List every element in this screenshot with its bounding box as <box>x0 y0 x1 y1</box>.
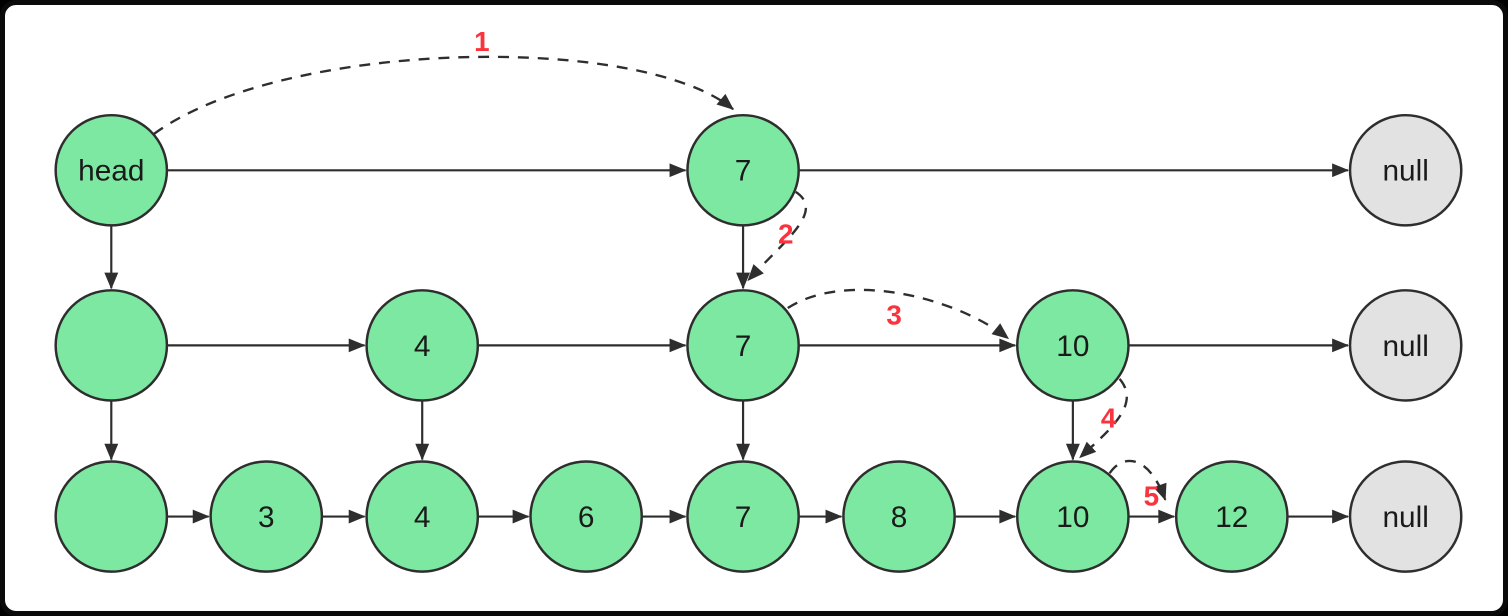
node-mnull <box>1348 289 1463 402</box>
node-b6 <box>529 460 643 573</box>
node-m4 <box>365 289 480 402</box>
step-arrow-1-head-to-t7 <box>153 55 734 135</box>
step-arrow-5-b10-to-b12 <box>1108 459 1167 501</box>
node-label-tnull: null <box>1382 155 1428 188</box>
step-number-3: 3 <box>886 299 901 330</box>
node-label-b12: 12 <box>1215 501 1248 534</box>
node-head <box>54 113 169 227</box>
node-b8 <box>842 460 956 573</box>
node-label-bnull: null <box>1382 501 1428 534</box>
step-arrow-2-t7-to-m7 <box>747 190 808 282</box>
node-label-b8: 8 <box>891 501 908 534</box>
node-m7 <box>686 289 800 402</box>
node-label-b3: 3 <box>258 501 275 534</box>
node-label-m7: 7 <box>735 330 752 363</box>
node-label-b7: 7 <box>735 501 752 534</box>
node-b3 <box>209 460 324 573</box>
node-bnull <box>1348 460 1463 573</box>
node-label-mnull: null <box>1382 330 1428 363</box>
node-label-b4: 4 <box>414 501 431 534</box>
step-number-2: 2 <box>778 219 793 250</box>
node-label-m10: 10 <box>1056 330 1089 363</box>
node-label-t7: 7 <box>735 155 752 188</box>
node-b10 <box>1016 460 1130 573</box>
step-number-1: 1 <box>474 26 489 57</box>
step-arrow-4-m10-to-b10 <box>1079 378 1128 459</box>
node-t7 <box>686 113 800 227</box>
node-b4 <box>365 460 480 573</box>
step-arrow-3-m7-to-m10 <box>787 288 1010 340</box>
node-tnull <box>1348 113 1463 227</box>
step-number-4: 4 <box>1101 403 1117 434</box>
node-b7 <box>686 460 800 573</box>
node-label-b6: 6 <box>578 501 595 534</box>
step-number-5: 5 <box>1144 480 1159 511</box>
node-m0 <box>54 289 169 402</box>
node-b12 <box>1174 460 1289 573</box>
node-label-head: head <box>78 155 144 188</box>
node-b0 <box>54 460 169 573</box>
node-label-b10: 10 <box>1056 501 1089 534</box>
node-m10 <box>1016 289 1130 402</box>
node-label-m4: 4 <box>414 330 431 363</box>
